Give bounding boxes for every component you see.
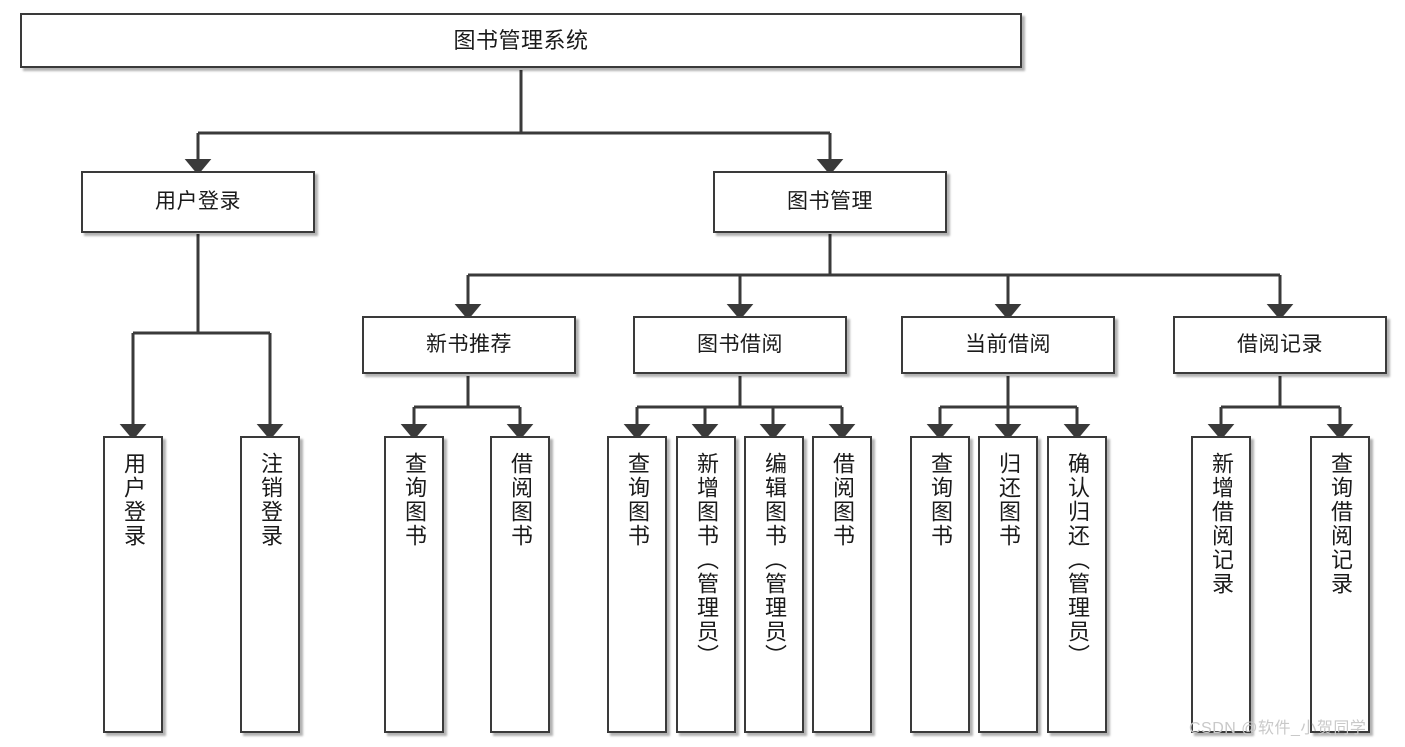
node-leaf-borrow-book-2[interactable]: 借阅图书 [812,436,872,733]
node-borrow-record-label: 借阅记录 [1237,332,1323,356]
node-new-book-recommend-label: 新书推荐 [426,332,512,356]
node-leaf-confirm-return[interactable]: 确认归还（管理员） [1047,436,1107,733]
node-borrow-record[interactable]: 借阅记录 [1173,316,1387,374]
node-leaf-add-record-label: 新增借阅记录 [1209,452,1234,596]
node-leaf-confirm-return-label: 确认归还（管理员） [1065,452,1090,668]
node-leaf-user-login[interactable]: 用户登录 [103,436,163,733]
node-leaf-query-book-3-label: 查询图书 [928,452,953,548]
node-leaf-edit-book[interactable]: 编辑图书（管理员） [744,436,804,733]
node-leaf-return-book-label: 归还图书 [996,452,1021,548]
node-root[interactable]: 图书管理系统 [20,13,1022,68]
node-leaf-borrow-book-2-label: 借阅图书 [830,452,855,548]
node-book-manage-label: 图书管理 [787,189,873,213]
node-book-borrow-label: 图书借阅 [697,332,783,356]
node-leaf-query-book-3[interactable]: 查询图书 [910,436,970,733]
node-leaf-return-book[interactable]: 归还图书 [978,436,1038,733]
node-current-borrow[interactable]: 当前借阅 [901,316,1115,374]
node-user-login[interactable]: 用户登录 [81,171,315,233]
node-leaf-borrow-book-1[interactable]: 借阅图书 [490,436,550,733]
node-leaf-borrow-book-1-label: 借阅图书 [508,452,533,548]
node-leaf-add-record[interactable]: 新增借阅记录 [1191,436,1251,733]
node-leaf-add-book[interactable]: 新增图书（管理员） [676,436,736,733]
node-leaf-add-book-label: 新增图书（管理员） [694,452,719,668]
node-leaf-query-book-2[interactable]: 查询图书 [607,436,667,733]
node-leaf-edit-book-label: 编辑图书（管理员） [762,452,787,668]
node-leaf-user-login-label: 用户登录 [121,452,146,548]
node-leaf-query-book-2-label: 查询图书 [625,452,650,548]
node-book-borrow[interactable]: 图书借阅 [633,316,847,374]
node-current-borrow-label: 当前借阅 [965,332,1051,356]
node-new-book-recommend[interactable]: 新书推荐 [362,316,576,374]
node-leaf-logout-login[interactable]: 注销登录 [240,436,300,733]
node-user-login-label: 用户登录 [155,189,241,213]
node-book-manage[interactable]: 图书管理 [713,171,947,233]
node-leaf-logout-login-label: 注销登录 [258,452,283,548]
node-leaf-query-record[interactable]: 查询借阅记录 [1310,436,1370,733]
node-leaf-query-record-label: 查询借阅记录 [1328,452,1353,596]
watermark: CSDN @软件_小贺同学 [1189,720,1367,737]
node-root-label: 图书管理系统 [453,27,589,53]
node-leaf-query-book-1[interactable]: 查询图书 [384,436,444,733]
node-leaf-query-book-1-label: 查询图书 [402,452,427,548]
